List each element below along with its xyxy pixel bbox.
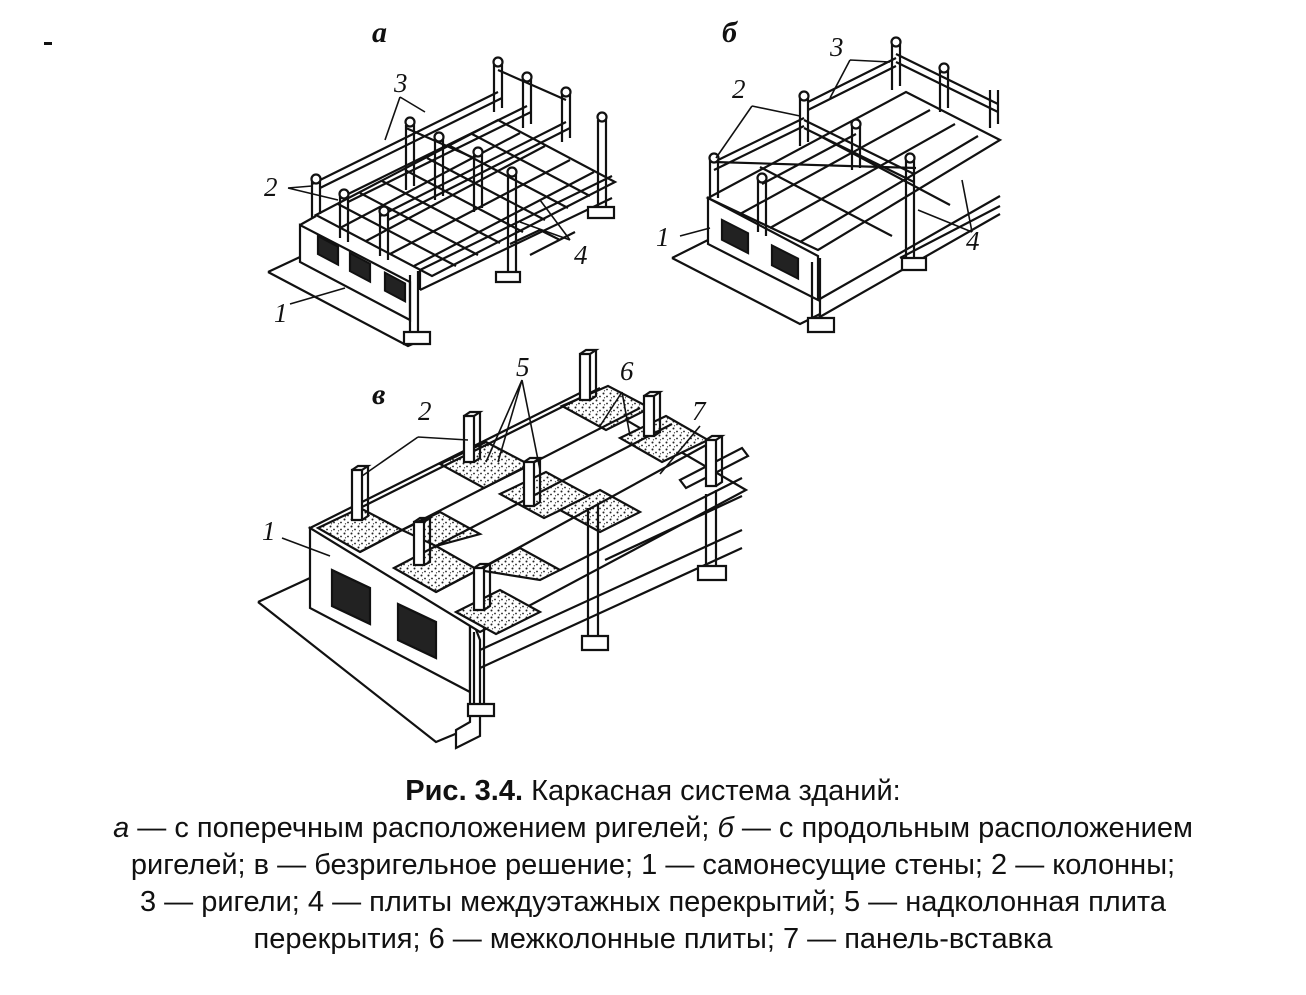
panel-v-diagram	[257, 348, 750, 750]
label-a-3: 3	[393, 68, 408, 98]
caption-line-3: ригелей; в — безригельное решение; 1 — с…	[130, 849, 1176, 881]
panel-a-letter: а	[372, 16, 387, 49]
panel-a-diagram	[267, 56, 618, 348]
caption-line-1: Рис. 3.4. Каркасная система зданий:	[0, 773, 1306, 810]
caption-letter-b: б	[717, 812, 734, 844]
caption-line-2-part-2: — с продольным расположением	[733, 812, 1193, 844]
label-b-3: 3	[829, 32, 844, 62]
panel-b-letter: б	[722, 16, 738, 49]
label-v-1: 1	[262, 516, 276, 546]
label-b-1: 1	[656, 222, 670, 252]
label-v-2: 2	[418, 396, 432, 426]
caption-heading: Каркасная система зданий:	[523, 775, 901, 807]
building-frame-figure: а б в 3 2 1 4 3 2 1 4 5 6 2 7 1	[44, 16, 1003, 750]
caption-line-4: 3 — ригели; 4 — плиты междуэтажных перек…	[139, 886, 1167, 918]
label-a-1: 1	[274, 298, 288, 328]
label-v-7: 7	[692, 396, 707, 426]
label-a-2: 2	[264, 172, 278, 202]
caption-line-2: а — с поперечным расположением ригелей; …	[0, 810, 1306, 847]
caption-title: Рис. 3.4.	[405, 775, 524, 807]
label-v-6: 6	[620, 356, 634, 386]
stray-mark	[44, 42, 52, 45]
caption-line-5: перекрытия; 6 — межколонные плиты; 7 — п…	[253, 923, 1053, 955]
panel-b-diagram	[671, 36, 1003, 334]
label-b-2: 2	[732, 74, 746, 104]
label-b-4: 4	[966, 226, 980, 256]
figure-caption: Рис. 3.4. Каркасная система зданий: а — …	[0, 773, 1306, 958]
caption-line-2-part-1: — с поперечным расположением ригелей;	[129, 812, 718, 844]
caption-letter-a: а	[113, 812, 130, 844]
label-a-4: 4	[574, 240, 588, 270]
panel-v-letter: в	[372, 378, 385, 411]
label-v-5: 5	[516, 352, 530, 382]
